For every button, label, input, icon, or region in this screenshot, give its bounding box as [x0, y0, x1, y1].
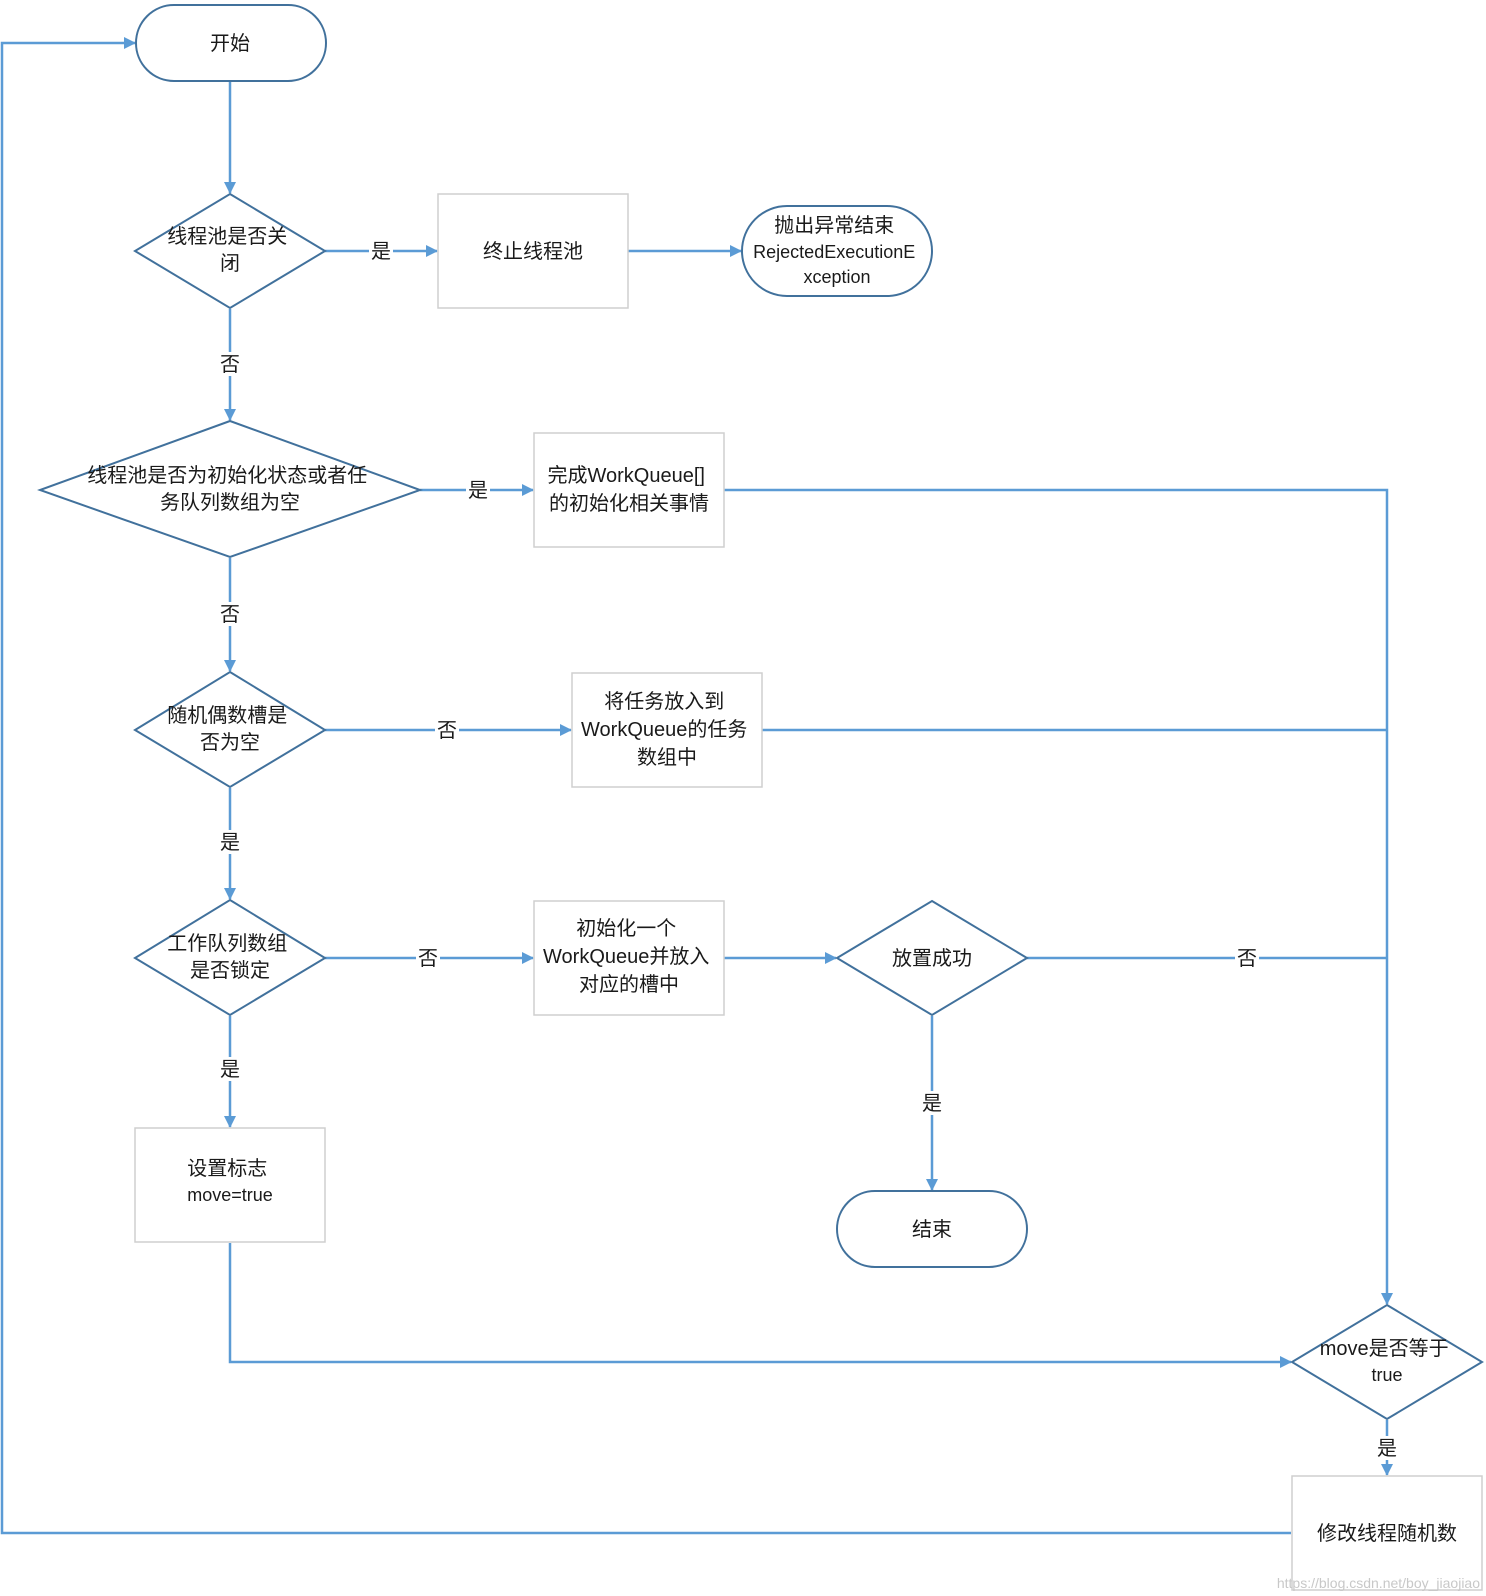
edge-set-flag-to-move-check: [228, 1243, 1292, 1368]
edge-label-slot-no: 否: [437, 720, 457, 742]
put-task-process: [571, 672, 763, 788]
edges: [0, 37, 1393, 1535]
modify-random-text: 修改线程随机数: [1317, 1522, 1457, 1545]
edge-label-closed-yes: 是: [371, 241, 391, 263]
modify-random-process: [1291, 1475, 1483, 1591]
pool-closed-decision: [133, 192, 327, 310]
end-terminal: [836, 1190, 1028, 1268]
random-slot-decision: [133, 670, 327, 789]
queue-locked-text: 工作队列数组 是否锁定: [167, 932, 293, 982]
throw-exception-text: 抛出异常结束 RejectedExecutionE xception: [753, 214, 921, 287]
set-flag-text: 设置标志 move=true: [187, 1157, 273, 1205]
edge-complete-init-to-move-check: [724, 488, 1393, 1305]
edge-loop-back-to-start: [0, 37, 1291, 1535]
move-check-decision: [1290, 1303, 1484, 1421]
place-success-decision: [835, 899, 1029, 1017]
move-check-text: move是否等于 true: [1320, 1337, 1454, 1385]
edge-label-init-yes: 是: [468, 480, 488, 502]
pool-init-decision: [37, 419, 423, 559]
start-terminal: [135, 4, 327, 82]
pool-closed-text: 线程池是否关 闭: [167, 225, 293, 275]
random-slot-text: 随机偶数槽是 否为空: [167, 704, 293, 754]
edge-label-success-yes: 是: [922, 1093, 942, 1115]
watermark-text: https://blog.csdn.net/boy_jiaojiao: [1277, 1575, 1480, 1591]
edge-label-locked-no: 否: [418, 948, 438, 970]
throw-exception-terminal: [741, 205, 933, 297]
start-text: 开始: [210, 32, 250, 55]
edge-label-move-yes: 是: [1377, 1438, 1397, 1460]
complete-init-text: 完成WorkQueue[] 的初始化相关事情: [547, 464, 710, 515]
place-success-text: 放置成功: [892, 947, 972, 970]
terminate-pool-text: 终止线程池: [483, 240, 583, 263]
pool-init-text: 线程池是否为初始化状态或者任 务队列数组为空: [87, 464, 373, 514]
edge-label-init-no: 否: [220, 604, 240, 626]
queue-locked-decision: [133, 898, 327, 1017]
edge-label-closed-no: 否: [220, 354, 240, 376]
terminate-pool-process: [437, 193, 629, 309]
shapes: [37, 4, 1484, 1591]
node-texts: 开始 线程池是否关 闭 终止线程池 抛出异常结束 RejectedExecuti…: [87, 32, 1457, 1545]
init-queue-process: [533, 900, 725, 1016]
complete-init-process: [533, 432, 725, 548]
set-flag-process: [134, 1127, 326, 1243]
edge-label-success-no: 否: [1237, 948, 1257, 970]
init-queue-text: 初始化一个 WorkQueue并放入 对应的槽中: [543, 917, 715, 996]
put-task-text: 将任务放入到 WorkQueue的任务 数组中: [581, 690, 753, 769]
edge-label-slot-yes: 是: [220, 832, 240, 854]
edge-labels: 是 否 是 否 否 是 否 是 否 是 是: [218, 239, 1399, 1460]
end-text: 结束: [912, 1218, 952, 1241]
edge-label-locked-yes: 是: [220, 1059, 240, 1081]
